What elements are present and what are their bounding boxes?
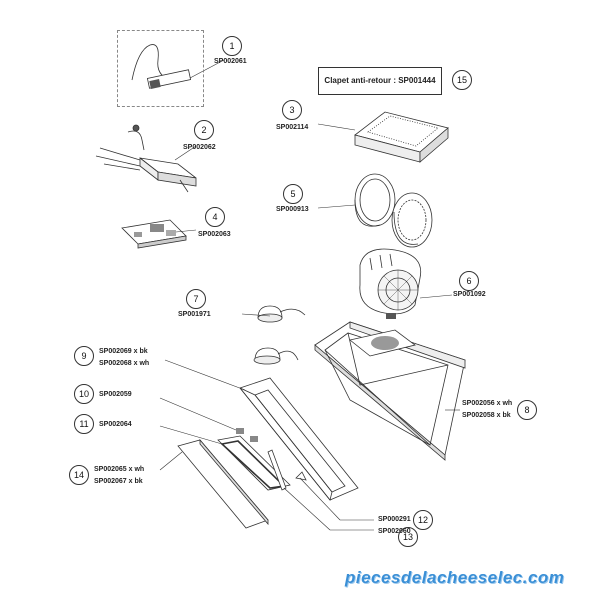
part-1-wiring-harness — [131, 44, 192, 89]
callout-3: 3 — [282, 100, 302, 120]
callout-15: 15 — [452, 70, 472, 90]
part-8-hood-body — [314, 321, 466, 461]
code-part-5: SP000913 — [276, 206, 309, 213]
part-9-frame — [239, 377, 359, 501]
callout-14: 14 — [69, 465, 89, 485]
part-6-motor — [359, 248, 422, 319]
callout-6: 6 — [459, 271, 479, 291]
part-14-glass-panel — [177, 438, 269, 529]
code-part-10: SP002059 — [99, 391, 132, 398]
code-part-6: SP001092 — [453, 291, 486, 298]
code-part-9-a: SP002069 x bk — [99, 348, 148, 355]
callout-11: 11 — [74, 414, 94, 434]
code-part-8-b: SP002058 x bk — [462, 412, 511, 419]
code-part-12: SP000291 — [378, 516, 411, 523]
leader-lines — [159, 59, 460, 531]
code-part-7: SP001971 — [178, 311, 211, 318]
code-part-14-b: SP002067 x bk — [94, 478, 143, 485]
callout-8: 8 — [517, 400, 537, 420]
callout-7: 7 — [186, 289, 206, 309]
callout-9: 9 — [74, 346, 94, 366]
code-part-1: SP002061 — [214, 58, 247, 65]
code-part-2: SP002062 — [183, 144, 216, 151]
code-part-8-a: SP002056 x wh — [462, 400, 513, 407]
code-part-11: SP002064 — [99, 421, 132, 428]
code-part-3: SP002114 — [276, 124, 309, 131]
callout-10: 10 — [74, 384, 94, 404]
part-5-charcoal-filters — [354, 173, 433, 248]
callout-12: 12 — [413, 510, 433, 530]
code-part-14-a: SP002065 x wh — [94, 466, 145, 473]
callout-1: 1 — [222, 36, 242, 56]
part-1-dashed-box — [117, 30, 204, 107]
part-2-transformer — [95, 124, 197, 193]
callout-2: 2 — [194, 120, 214, 140]
part-3-grease-filter — [354, 111, 449, 163]
code-part-13: SP002060 — [378, 528, 411, 535]
code-part-9-b: SP002068 x wh — [99, 360, 150, 367]
site-watermark: piecesdelacheeselec.com — [345, 568, 565, 587]
callout-13: 13 — [398, 527, 418, 547]
part-7-lamps — [253, 305, 306, 365]
part-13-rod — [267, 449, 287, 491]
clapet-label-box: Clapet anti-retour : SP001444 — [318, 67, 442, 95]
part-4-circuit-board — [121, 219, 187, 249]
part-10-clips — [236, 428, 258, 442]
callout-5: 5 — [283, 184, 303, 204]
callout-4: 4 — [205, 207, 225, 227]
code-part-4: SP002063 — [198, 231, 231, 238]
